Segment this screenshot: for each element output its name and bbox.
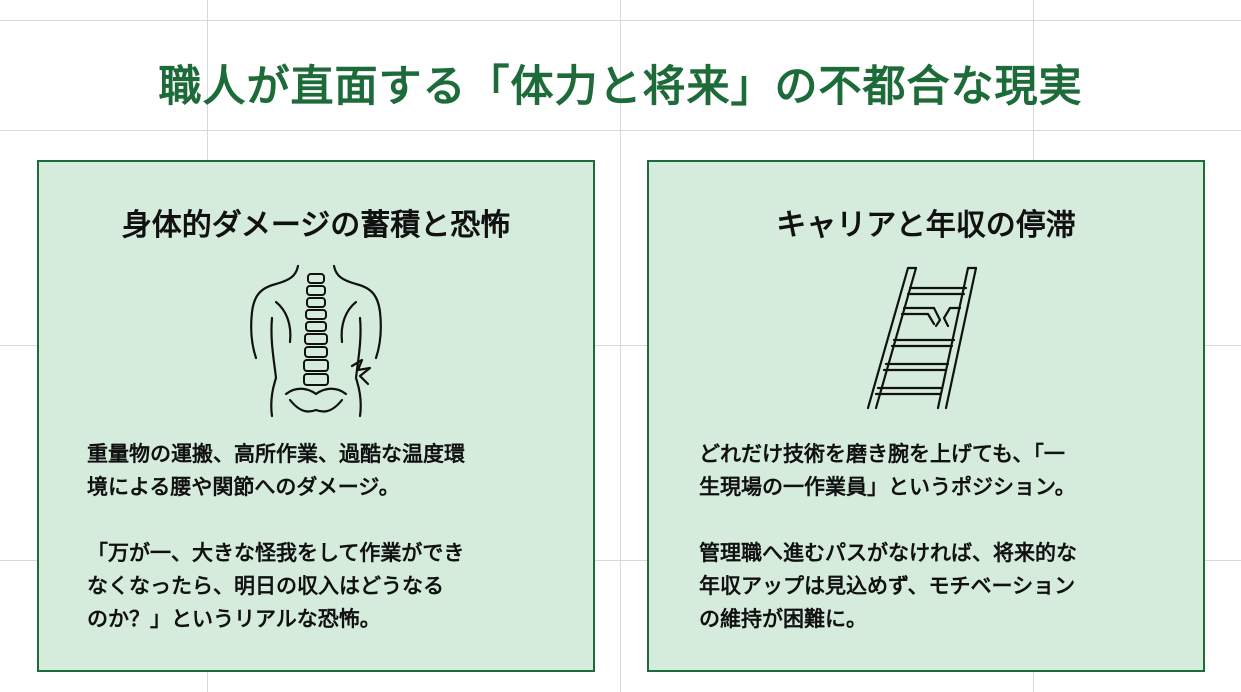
panel-heading: キャリアと年収の停滞 (776, 208, 1076, 243)
panel-paragraph: 管理職へ進むパスがなければ、将来的な 年収アップは見込めず、モチベーション の維… (699, 541, 1077, 631)
panel-paragraph: どれだけ技術を磨き腕を上げても、「一 生現場の一作業員」というポジション。 (699, 442, 1076, 499)
injured-back-spine-icon (246, 260, 386, 424)
career-stagnation-panel: キャリアと年収の停滞 どれだけ技術を磨き腕を上げても、「一 生現場の一作業員」と… (647, 160, 1205, 672)
panel-paragraph: 重量物の運搬、高所作業、過酷な温度環 境による腰や関節へのダメージ。 (87, 442, 465, 499)
panel-heading: 身体的ダメージの蓄積と恐怖 (121, 208, 511, 243)
physical-damage-panel: 身体的ダメージの蓄積と恐怖 (37, 160, 595, 672)
panel-paragraph: 「万が一、大きな怪我をして作業ができ なくなったら、明日の収入はどうなる のか？… (87, 541, 465, 631)
page-title: 職人が直面する「体力と将来」の不都合な現実 (158, 62, 1083, 112)
broken-ladder-icon (856, 260, 996, 424)
